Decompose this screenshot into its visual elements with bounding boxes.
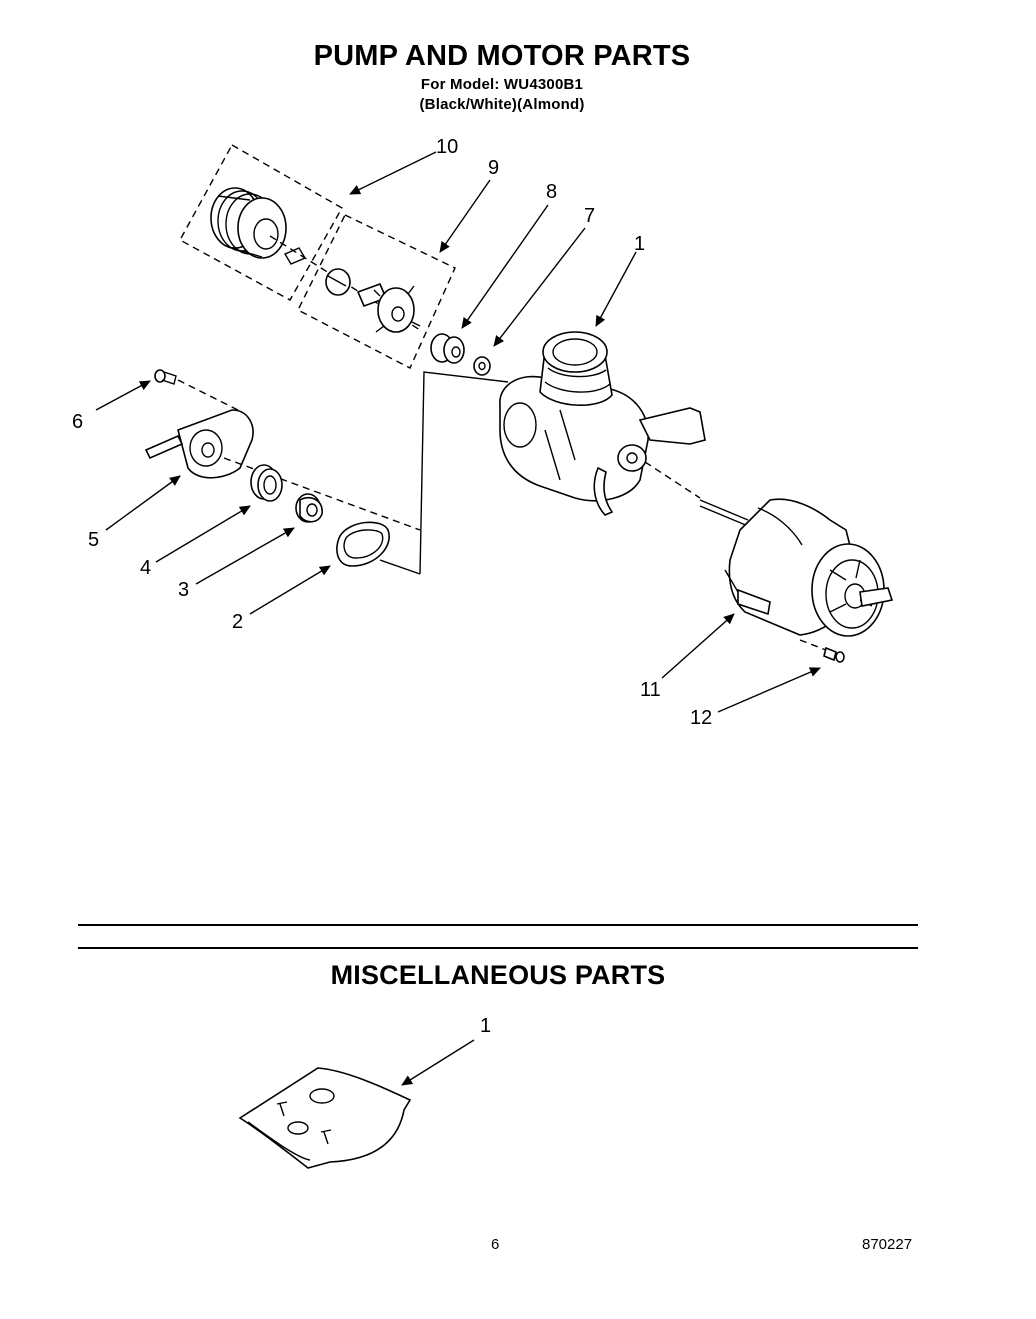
leader-11 (661, 613, 735, 679)
leader-9 (439, 179, 491, 253)
leader-4 (155, 505, 251, 563)
assembly-bracket-line (419, 371, 509, 575)
part-10-box (179, 144, 343, 301)
callout-11: 11 (640, 679, 661, 701)
leader-2 (249, 565, 331, 615)
variant-subtitle: (Black/White)(Almond) (419, 96, 585, 113)
part-5-cover (144, 409, 421, 531)
leader-7 (493, 227, 586, 347)
part-2-gasket (336, 521, 390, 567)
part-10-seal-drum (210, 187, 421, 331)
callout-12: 12 (690, 707, 713, 729)
leader-12 (717, 667, 821, 713)
callout-7: 7 (584, 205, 596, 227)
part-8-seal (430, 333, 465, 364)
callout-2: 2 (232, 611, 244, 633)
part-4-ring (250, 464, 283, 502)
doc-code: 870227 (862, 1236, 913, 1253)
leader-6 (95, 380, 151, 411)
callout-3: 3 (178, 579, 190, 601)
misc-callout-1: 1 (480, 1015, 492, 1037)
misc-section-title: MISCELLANEOUS PARTS (330, 960, 666, 990)
callout-8: 8 (546, 181, 558, 203)
callout-10: 10 (436, 136, 459, 158)
leader-10 (349, 151, 437, 195)
leader-1 (595, 251, 637, 327)
part-3-cap-seal (295, 493, 323, 523)
leader-8 (461, 204, 549, 329)
part-1-pump-housing (499, 331, 706, 516)
callout-4: 4 (140, 557, 152, 579)
model-subtitle: For Model: WU4300B1 (420, 76, 584, 93)
callout-9: 9 (488, 157, 500, 179)
leader-misc-1 (401, 1039, 475, 1086)
part-9-box (297, 214, 456, 369)
callout-5: 5 (88, 529, 100, 551)
part-11-motor (699, 498, 894, 637)
part-6-screw (154, 369, 239, 411)
callout-1: 1 (634, 233, 646, 255)
misc-parts-bag (238, 1067, 412, 1169)
part-12-screw (799, 639, 845, 663)
leader-5 (105, 475, 181, 531)
leader-3 (195, 527, 295, 585)
page-number: 6 (491, 1236, 500, 1253)
callout-6: 6 (72, 411, 84, 433)
part-7-washer (473, 356, 491, 376)
page-title: PUMP AND MOTOR PARTS (313, 40, 691, 72)
part-9-impeller (325, 268, 421, 333)
